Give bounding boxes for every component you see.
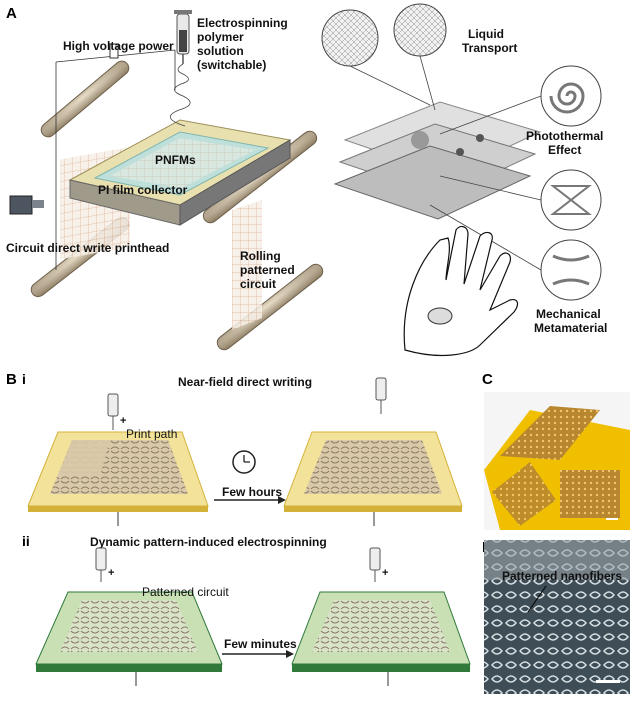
label-photothermal: Photothermal: [526, 129, 603, 143]
panel-label-a: A: [6, 5, 17, 22]
label-effect: Effect: [548, 143, 581, 157]
membrane-layers: [333, 101, 542, 220]
label-dynamic: Dynamic pattern-induced electrospinning: [90, 535, 327, 549]
panel-label-b: B: [6, 371, 17, 388]
panel-label-c: C: [482, 371, 493, 388]
label-pnfms: PNFMs: [155, 153, 196, 167]
syringe-bi-left: [107, 393, 119, 430]
label-solution: solution: [197, 44, 244, 58]
label-rolling: Rolling: [240, 249, 281, 263]
battery-icon: [109, 43, 119, 59]
syringe-bii-left: [95, 547, 107, 582]
plus-sign: +: [120, 415, 126, 427]
syringe-icon: [174, 10, 192, 64]
label-near-field: Near-field direct writing: [178, 375, 312, 389]
spinning-jet: [170, 63, 191, 127]
label-liquid: Liquid: [468, 27, 504, 41]
roller-top-left: [40, 60, 130, 138]
zoom-circle-reentrant: [540, 239, 602, 301]
zoom-circle-fiber-1: [321, 9, 379, 67]
plus-sign: +: [382, 567, 388, 579]
syringe-bi-right: [375, 377, 387, 414]
board-bii-right: [291, 591, 471, 672]
label-patterned: patterned: [240, 263, 295, 277]
label-few-minutes: Few minutes: [224, 637, 297, 651]
hand-illustration: [403, 225, 519, 356]
leader-lines: [349, 55, 542, 271]
label-high-voltage: High voltage power: [63, 39, 174, 53]
label-printhead: Circuit direct write printhead: [6, 241, 169, 255]
label-pi-film: PI film collector: [98, 183, 188, 197]
label-print-path: Print path: [126, 427, 177, 441]
board-bi-right: [283, 431, 463, 512]
zoom-circle-hourglass: [540, 169, 602, 231]
panel-label-b-ii: ii: [22, 533, 30, 549]
label-mechanical: Mechanical: [536, 307, 601, 321]
zoom-circle-fiber-2: [393, 3, 447, 57]
board-bii-left: [35, 591, 223, 672]
label-circuit: circuit: [240, 277, 276, 291]
label-patterned-nanofibers: Patterned nanofibers: [502, 569, 622, 583]
rolling-circuit-sheet: [232, 200, 262, 330]
clock-icon: [232, 450, 256, 474]
label-metamaterial: Metamaterial: [534, 321, 607, 335]
label-patterned-circuit: Patterned circuit: [142, 585, 229, 599]
syringe-bii-right: [369, 547, 381, 582]
photo-d: [484, 540, 630, 694]
plus-sign: +: [108, 567, 114, 579]
label-switchable: (switchable): [197, 58, 266, 72]
label-transport: Transport: [462, 41, 517, 55]
panel-label-b-i: i: [22, 371, 26, 387]
label-electrospinning: Electrospinning: [197, 16, 288, 30]
pi-film-collector: [68, 119, 292, 226]
photo-c: [484, 392, 630, 530]
roller-right-bottom: [216, 263, 324, 351]
label-few-hours: Few hours: [222, 485, 282, 499]
label-polymer: polymer: [197, 30, 244, 44]
zoom-circle-spiral: [540, 65, 602, 127]
board-bi-left: [27, 431, 209, 512]
printhead-icon: [9, 195, 44, 215]
